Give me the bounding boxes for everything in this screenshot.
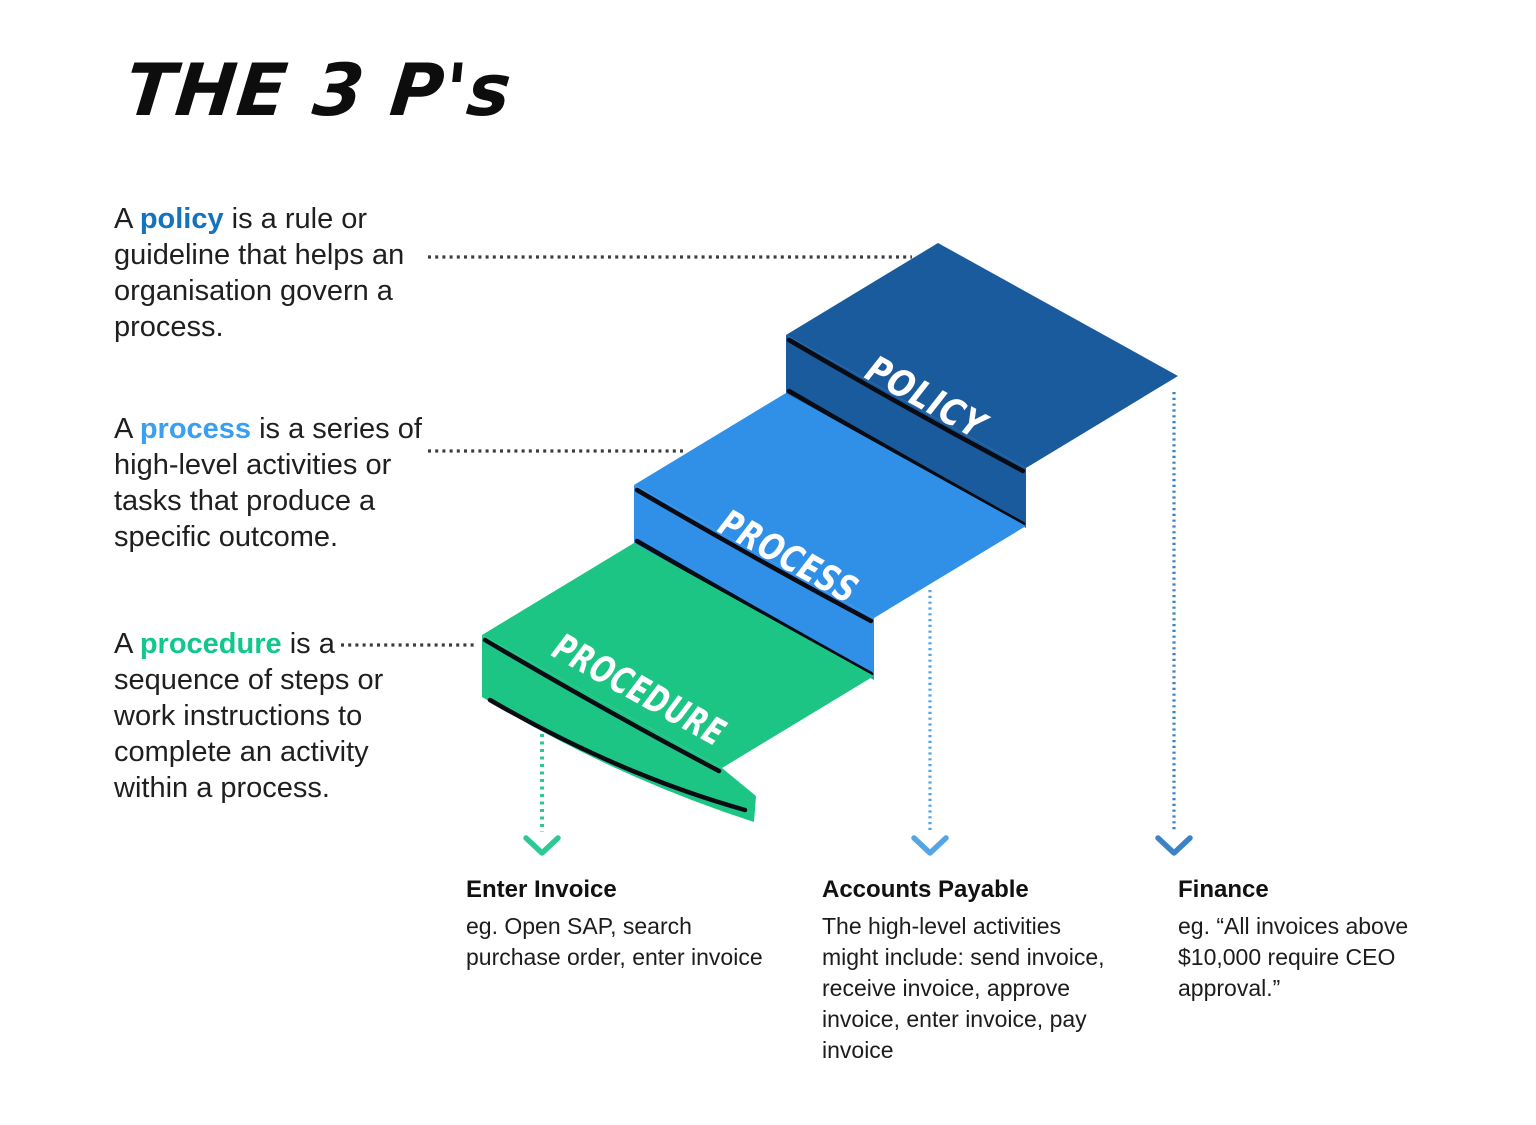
arrow-process: [911, 590, 949, 856]
step-process-top-face: [634, 393, 1026, 618]
definition-process: A process is a series of high-level acti…: [114, 411, 454, 555]
example-finance: Finance eg. “All invoices above $10,000 …: [1178, 876, 1428, 1004]
example-enter-invoice: Enter Invoice eg. Open SAP, search purch…: [466, 876, 776, 973]
definition-policy-text: is a rule or guideline that helps an org…: [114, 203, 405, 343]
definition-policy: A policy is a rule or guideline that hel…: [114, 201, 454, 345]
example-accounts-payable-heading: Accounts Payable: [822, 876, 1029, 903]
step-policy-front-face: [786, 335, 1026, 528]
step-policy-fold-line: [786, 337, 1026, 474]
step-procedure-fold-line: [482, 637, 722, 774]
step-policy-bottom-line: [786, 388, 1026, 527]
example-accounts-payable-body: The high-level activities might include:…: [822, 913, 1105, 1063]
arrow-policy: [1155, 392, 1193, 856]
example-finance-body: eg. “All invoices above $10,000 require …: [1178, 913, 1409, 1001]
step-policy-top-face: [786, 243, 1178, 468]
step-process-fold-line: [634, 487, 874, 624]
step-procedure-front-face: [482, 635, 756, 822]
example-enter-invoice-heading: Enter Invoice: [466, 876, 617, 903]
step-process: PROCESS: [634, 393, 1026, 680]
step-policy: POLICY: [786, 243, 1178, 528]
step-procedure: PROCEDURE: [482, 543, 874, 822]
example-finance-heading: Finance: [1178, 876, 1269, 903]
arrow-procedure: [523, 734, 561, 856]
step-process-front-face: [634, 485, 874, 680]
step-procedure-top-face: [482, 543, 874, 768]
definition-process-text: is a series of high-level activities or …: [114, 413, 422, 553]
definition-policy-prefix: A: [114, 203, 140, 235]
step-process-bottom-line: [634, 538, 874, 677]
step-procedure-bottom-line: [487, 697, 748, 813]
definition-procedure-term: procedure: [139, 628, 282, 660]
definition-process-prefix: A: [114, 413, 140, 445]
definition-procedure: A procedure is a sequence of steps or wo…: [114, 626, 454, 806]
example-accounts-payable: Accounts Payable The high-level activiti…: [822, 876, 1142, 1066]
definition-procedure-prefix: A: [114, 628, 140, 660]
definition-process-term: process: [139, 413, 252, 445]
arrow-procedure-head-icon: [523, 835, 561, 856]
example-enter-invoice-body: eg. Open SAP, search purchase order, ent…: [466, 913, 763, 970]
definition-policy-term: policy: [139, 203, 224, 235]
arrow-policy-head-icon: [1155, 835, 1193, 856]
definition-procedure-text: is a sequence of steps or work instructi…: [114, 628, 384, 804]
arrow-process-head-icon: [911, 835, 949, 856]
